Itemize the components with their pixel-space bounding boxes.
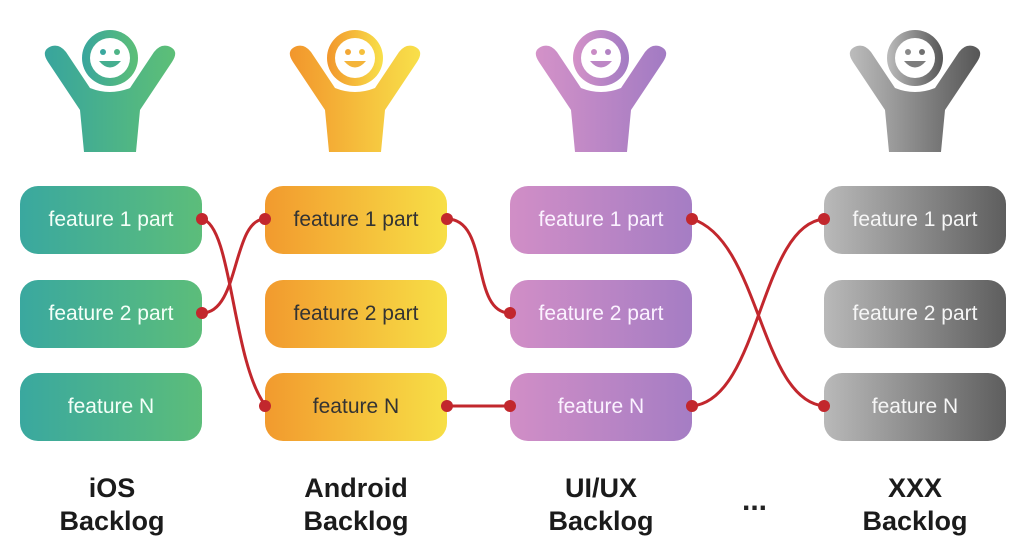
ellipsis: ... — [742, 484, 768, 517]
title-line-2: Backlog — [59, 506, 165, 536]
card-label: feature 2 part — [538, 302, 664, 325]
title-line-2: Backlog — [303, 506, 409, 536]
card-ios-feature-2[interactable]: feature 2 part — [20, 280, 202, 348]
column-title-ios: iOS Backlog — [2, 472, 222, 538]
card-label: feature 2 part — [852, 302, 978, 325]
card-label: feature 1 part — [538, 208, 664, 231]
card-android-feature-n[interactable]: feature N — [265, 373, 447, 441]
happy-person-icon — [535, 30, 667, 152]
card-ios-feature-n[interactable]: feature N — [20, 373, 202, 441]
card-android-feature-2[interactable]: feature 2 part — [265, 280, 447, 348]
card-android-feature-1[interactable]: feature 1 part — [265, 186, 447, 254]
card-label: feature 2 part — [293, 302, 419, 325]
card-label: feature 2 part — [48, 302, 174, 325]
card-label: feature 1 part — [852, 208, 978, 231]
card-xxx-feature-1[interactable]: feature 1 part — [824, 186, 1006, 254]
card-uiux-feature-1[interactable]: feature 1 part — [510, 186, 692, 254]
card-label: feature 1 part — [48, 208, 174, 231]
card-xxx-feature-n[interactable]: feature N — [824, 373, 1006, 441]
happy-person-icon — [849, 30, 981, 152]
column-title-android: Android Backlog — [246, 472, 466, 538]
card-label: feature N — [557, 395, 645, 418]
happy-person-icon — [289, 30, 421, 152]
card-uiux-feature-2[interactable]: feature 2 part — [510, 280, 692, 348]
happy-person-icon — [44, 30, 176, 152]
title-line-1: UI/UX — [564, 473, 637, 503]
title-line-1: iOS — [88, 473, 136, 503]
title-line-1: XXX — [887, 473, 943, 503]
card-ios-feature-1[interactable]: feature 1 part — [20, 186, 202, 254]
title-line-2: Backlog — [548, 506, 654, 536]
card-label: feature N — [871, 395, 959, 418]
card-label: feature N — [67, 395, 155, 418]
card-label: feature 1 part — [293, 208, 419, 231]
column-title-uiux: UI/UX Backlog — [491, 472, 711, 538]
title-line-2: Backlog — [862, 506, 968, 536]
card-uiux-feature-n[interactable]: feature N — [510, 373, 692, 441]
title-line-1: Android — [304, 473, 408, 503]
card-xxx-feature-2[interactable]: feature 2 part — [824, 280, 1006, 348]
column-title-xxx: XXX Backlog — [805, 472, 1024, 538]
card-label: feature N — [312, 395, 400, 418]
